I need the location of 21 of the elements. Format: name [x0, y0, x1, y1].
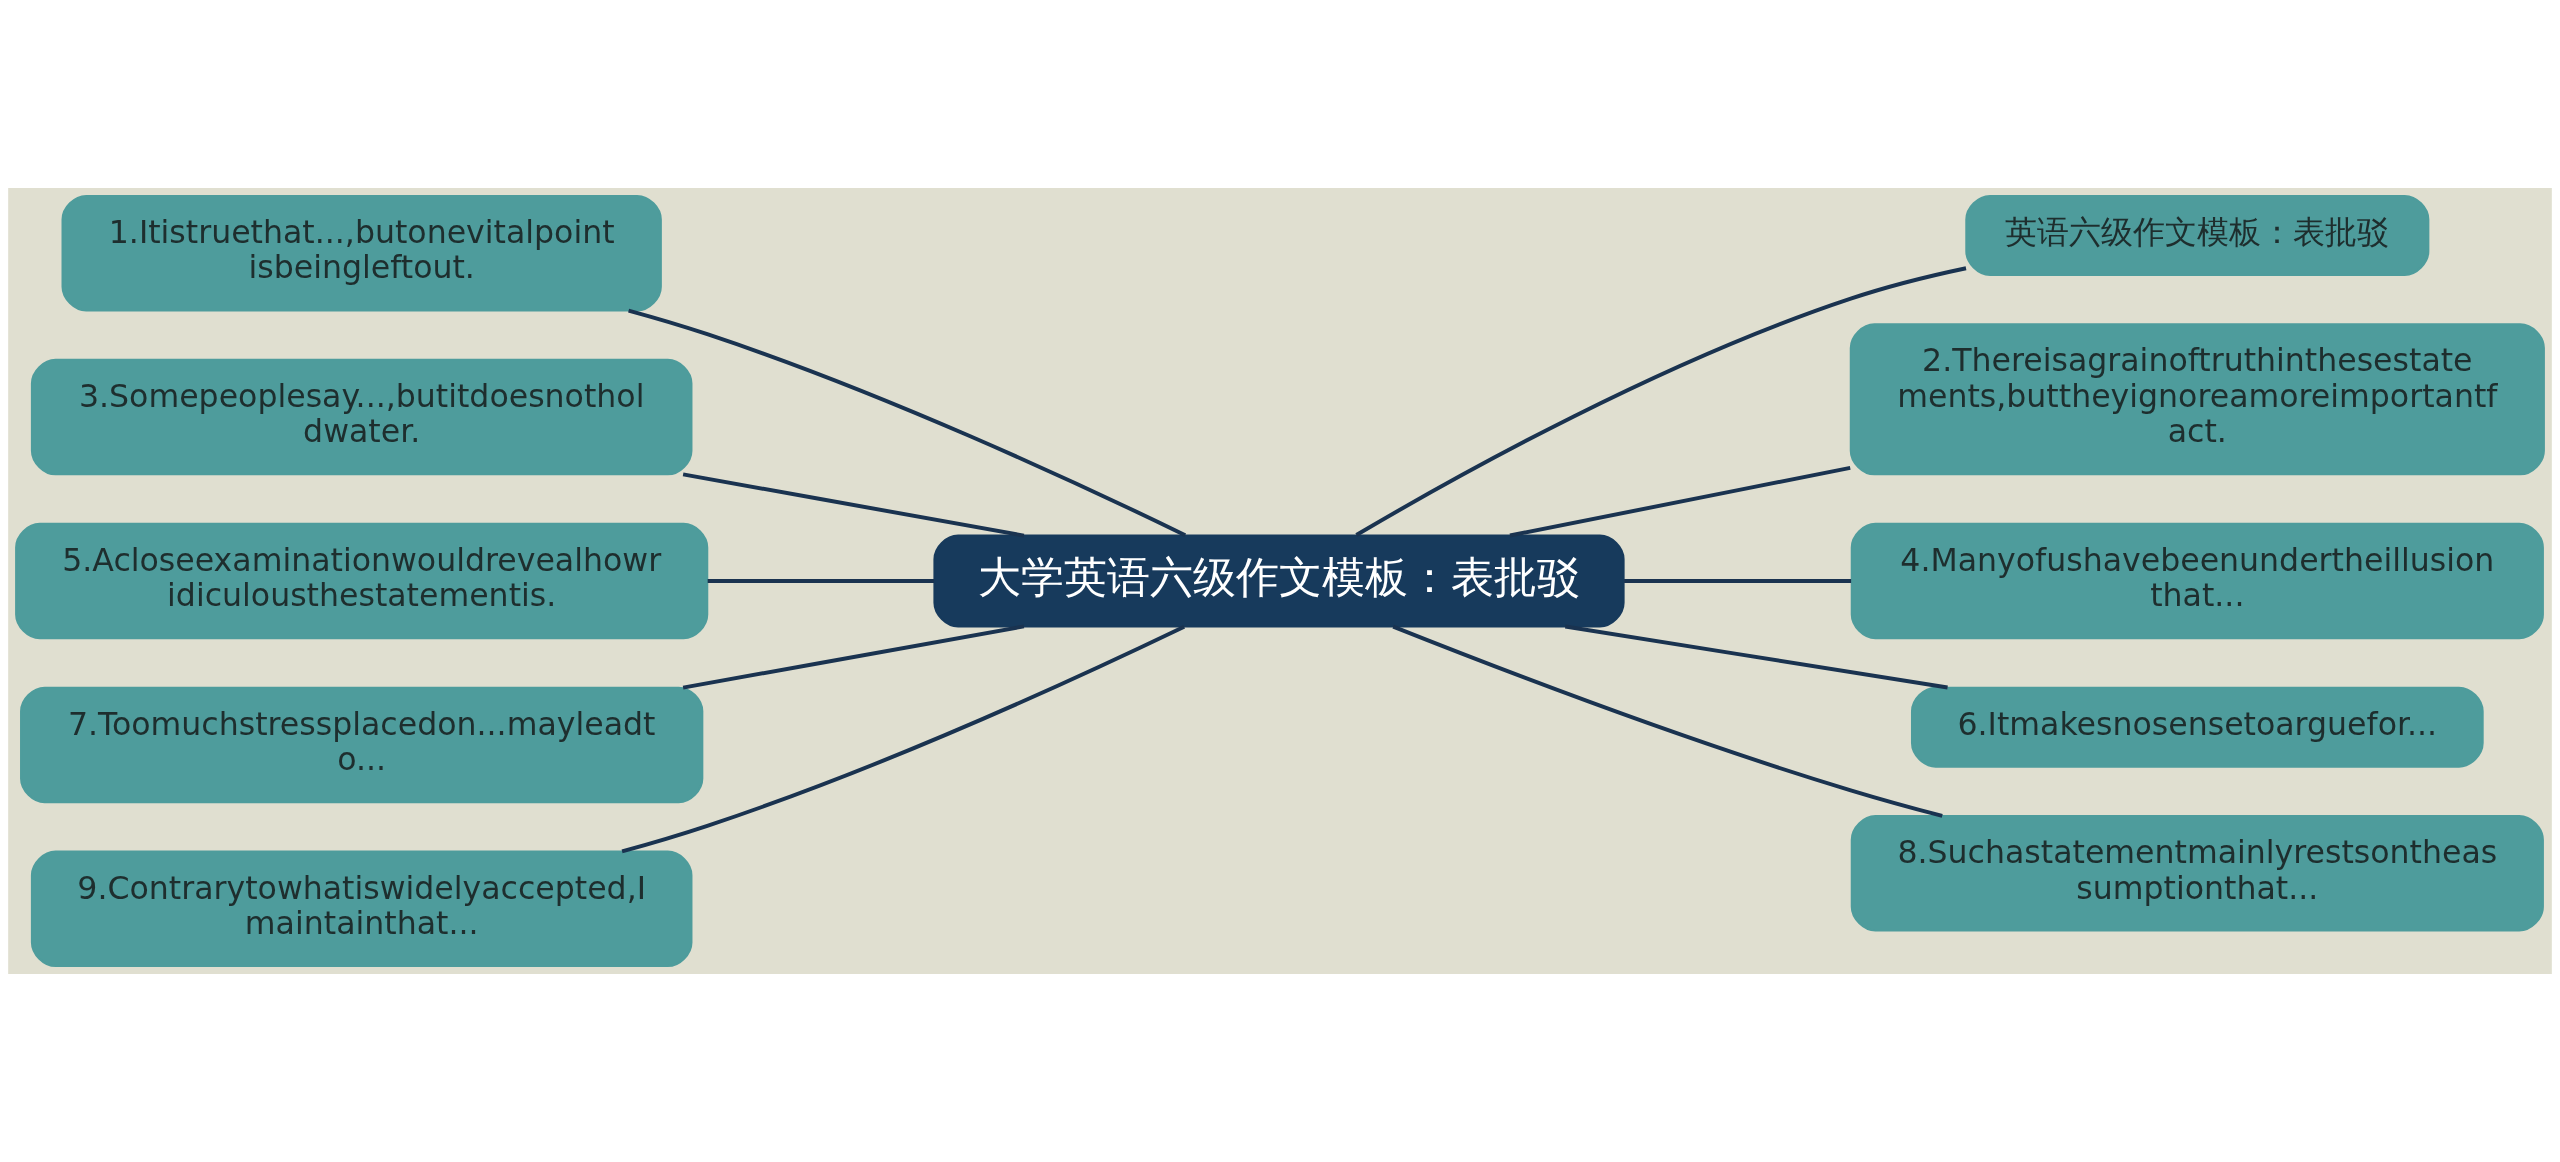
connector	[682, 472, 1025, 538]
connector	[1355, 266, 1967, 537]
node-box: 1.Itistruethat...,butonevitalpointisbeingleftout.	[61, 194, 662, 312]
node-box: 9.Contrarytowhatiswidelyaccepted,Imaintainthat...	[30, 850, 693, 968]
node-box: 3.Somepeoplesay...,butitdoesnotholdwater.	[30, 358, 693, 476]
connector	[1392, 624, 1943, 818]
node-box: 4.Manyofushavebeenundertheillusionthat...	[1850, 522, 2544, 640]
connector	[621, 624, 1186, 854]
node-box: 6.Itmakesnosensetoarguefor...	[1910, 686, 2484, 768]
connector	[682, 624, 1025, 690]
node-box: 2.Thereisagrainoftruthinthesestatements,buttheyignoreamoreimportantfact.	[1849, 323, 2545, 476]
node-box: 英语六级作文模板：表批驳	[1965, 194, 2430, 276]
connector	[628, 308, 1187, 537]
node-box: 5.Acloseexaminationwouldrevealhowridiculousthestatementis.	[15, 522, 709, 640]
node-box: 8.Suchastatementmainlyrestsontheassumptionthat...	[1850, 815, 2544, 932]
node-box: 7.Toomuchstressplacedon...mayleadto...	[20, 686, 704, 804]
connector	[707, 579, 935, 583]
connector	[1564, 624, 1948, 690]
connector	[1509, 465, 1851, 538]
connector	[1624, 579, 1852, 583]
node-box: 大学英语六级作文模板：表批驳	[933, 534, 1625, 628]
